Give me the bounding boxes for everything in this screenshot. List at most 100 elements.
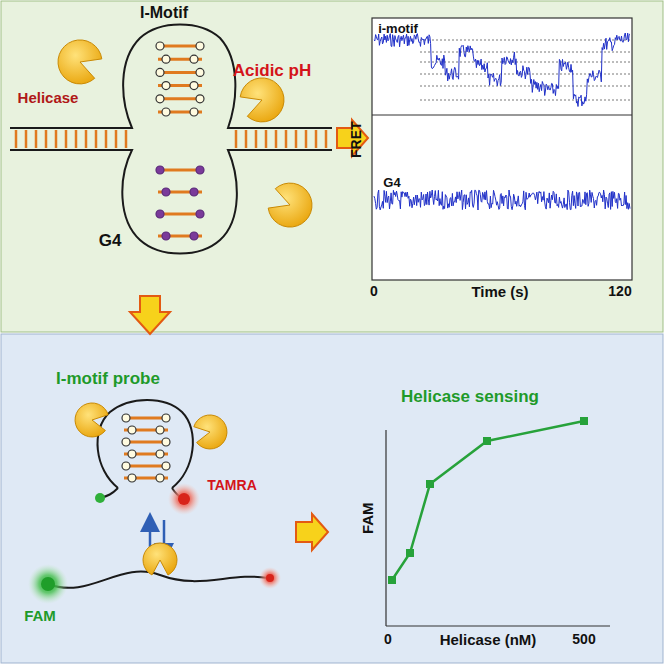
base-pair <box>245 130 248 148</box>
base-pair <box>15 130 18 148</box>
axis-title: Helicase (nM) <box>440 632 537 649</box>
base-pair <box>65 130 68 148</box>
base <box>196 42 204 50</box>
tick-label: 500 <box>572 632 595 647</box>
base <box>162 438 170 446</box>
base <box>122 462 130 470</box>
base <box>128 474 136 482</box>
base <box>156 166 164 174</box>
rung <box>158 45 202 48</box>
base <box>190 232 198 240</box>
structure-label: I-Motif <box>140 4 188 22</box>
base-pair <box>235 130 238 148</box>
base <box>122 414 130 422</box>
base-pair <box>285 130 288 148</box>
helicase <box>58 40 102 84</box>
rung <box>158 213 202 216</box>
base-pair <box>305 130 308 148</box>
base <box>190 188 198 196</box>
base <box>162 462 170 470</box>
base-pair <box>85 130 88 148</box>
rung <box>158 71 202 74</box>
base-pair <box>25 130 28 148</box>
structure-label: G4 <box>99 232 122 251</box>
base-pair <box>95 130 98 148</box>
dye-label: TAMRA <box>207 478 257 493</box>
base <box>156 450 164 458</box>
helicase <box>143 543 177 575</box>
block-arrow <box>130 296 170 334</box>
base <box>156 42 164 50</box>
fret-trace <box>374 190 630 210</box>
i-motif-structure <box>156 42 204 116</box>
rung <box>158 97 202 100</box>
rung <box>124 417 168 420</box>
base <box>128 450 136 458</box>
base-pair <box>35 130 38 148</box>
base <box>156 474 164 482</box>
panel-title: I-motif probe <box>56 370 160 389</box>
g-quadruplex <box>156 166 204 240</box>
base <box>162 414 170 422</box>
top-panel <box>1 1 663 332</box>
base-pair <box>275 130 278 148</box>
rung <box>158 169 202 172</box>
level-line <box>420 100 630 101</box>
bottom-panel <box>1 334 663 663</box>
base <box>162 108 170 116</box>
base-pair <box>75 130 78 148</box>
base <box>162 188 170 196</box>
base-pair <box>45 130 48 148</box>
base-pair <box>295 130 298 148</box>
base <box>156 426 164 434</box>
fret-trace <box>374 33 630 107</box>
block-arrow <box>296 514 328 550</box>
condition-label: Acidic pH <box>233 62 311 81</box>
base-pair <box>55 130 58 148</box>
fret-plot <box>372 18 632 280</box>
base-pairs <box>16 130 326 148</box>
level-line <box>420 86 630 87</box>
level-line <box>420 40 630 41</box>
base <box>190 82 198 90</box>
trace-label: G4 <box>383 176 400 190</box>
helicase <box>75 403 108 437</box>
base <box>196 210 204 218</box>
base <box>196 95 204 103</box>
axis-title: FRET <box>348 122 363 159</box>
rung <box>124 441 168 444</box>
base <box>162 232 170 240</box>
enzyme-label: Helicase <box>18 90 79 107</box>
base <box>162 82 170 90</box>
base-pair <box>315 130 318 148</box>
base <box>156 68 164 76</box>
base-pair <box>115 130 118 148</box>
sensing-chart <box>386 417 610 626</box>
level-line <box>420 62 630 63</box>
base <box>162 55 170 63</box>
base <box>122 438 130 446</box>
i-motif-probe <box>28 400 281 604</box>
base-pair <box>125 130 128 148</box>
tick-label: 0 <box>370 284 378 299</box>
rung <box>124 465 168 468</box>
base <box>156 210 164 218</box>
base-pair <box>325 130 328 148</box>
helicase <box>240 78 284 122</box>
dna-duplex <box>10 25 332 254</box>
base <box>190 108 198 116</box>
level-line <box>420 52 630 53</box>
base <box>128 426 136 434</box>
axis-title: Time (s) <box>471 284 528 301</box>
helicase <box>268 183 312 227</box>
helicase <box>194 415 227 449</box>
axis-title: FAM <box>360 502 377 534</box>
base <box>196 166 204 174</box>
trace-label: i-motif <box>378 22 418 36</box>
tick-label: 120 <box>608 284 631 299</box>
base <box>156 95 164 103</box>
base <box>196 68 204 76</box>
base-pair <box>265 130 268 148</box>
tick-label: 0 <box>384 632 392 647</box>
